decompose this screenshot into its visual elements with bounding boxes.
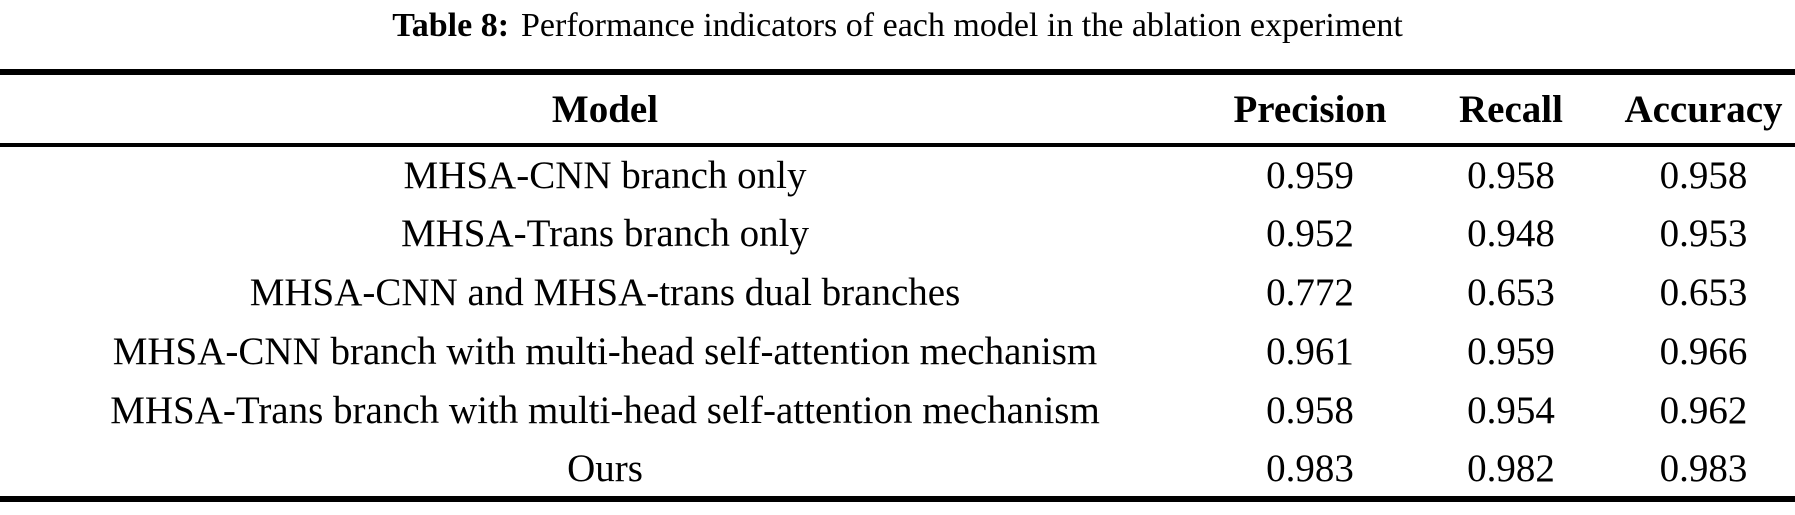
column-header-recall: Recall bbox=[1459, 87, 1563, 131]
table-caption-label: Table 8: bbox=[392, 7, 510, 44]
table-row: Ours 0.983 0.982 0.983 bbox=[0, 440, 1795, 499]
recall-cell: 0.959 bbox=[1467, 330, 1555, 373]
ablation-results-table: Model Precision Recall Accuracy MHSA-CNN… bbox=[0, 69, 1795, 502]
table-header: Model Precision Recall Accuracy bbox=[0, 72, 1795, 145]
table-caption-text: Performance indicators of each model in … bbox=[521, 7, 1403, 44]
model-cell: MHSA-Trans branch only bbox=[400, 212, 810, 255]
accuracy-cell: 0.966 bbox=[1659, 330, 1748, 373]
model-cell: MHSA-Trans branch with multi-head self-a… bbox=[110, 389, 1100, 432]
column-header-model: Model bbox=[551, 87, 659, 131]
column-header-accuracy: Accuracy bbox=[1624, 87, 1783, 131]
table-row: MHSA-CNN and MHSA-trans dual branches 0.… bbox=[0, 263, 1795, 322]
precision-cell: 0.961 bbox=[1266, 330, 1354, 373]
table-row: MHSA-CNN branch with multi-head self-att… bbox=[0, 322, 1795, 381]
precision-cell: 0.958 bbox=[1266, 389, 1354, 432]
accuracy-cell: 0.653 bbox=[1659, 271, 1748, 314]
accuracy-cell: 0.958 bbox=[1659, 154, 1748, 197]
model-cell: MHSA-CNN and MHSA-trans dual branches bbox=[249, 271, 961, 314]
recall-cell: 0.954 bbox=[1467, 389, 1555, 432]
recall-cell: 0.653 bbox=[1467, 271, 1555, 314]
table-row: MHSA-Trans branch with multi-head self-a… bbox=[0, 381, 1795, 440]
model-cell: MHSA-CNN branch only bbox=[403, 154, 807, 197]
model-cell: MHSA-CNN branch with multi-head self-att… bbox=[112, 330, 1098, 373]
header-row: Model Precision Recall Accuracy bbox=[0, 72, 1795, 145]
table-body: MHSA-CNN branch only 0.959 0.958 0.958 M… bbox=[0, 145, 1795, 499]
precision-cell: 0.772 bbox=[1266, 271, 1354, 314]
accuracy-cell: 0.983 bbox=[1659, 446, 1748, 490]
table-caption: Table 8: Performance indicators of each m… bbox=[0, 0, 1795, 52]
precision-cell: 0.983 bbox=[1266, 446, 1354, 490]
precision-cell: 0.952 bbox=[1266, 212, 1354, 255]
recall-cell: 0.948 bbox=[1467, 212, 1555, 255]
model-cell: Ours bbox=[567, 446, 643, 490]
accuracy-cell: 0.962 bbox=[1659, 389, 1748, 432]
recall-cell: 0.982 bbox=[1467, 446, 1555, 490]
recall-cell: 0.958 bbox=[1467, 154, 1555, 197]
precision-cell: 0.959 bbox=[1266, 154, 1354, 197]
table-row: MHSA-CNN branch only 0.959 0.958 0.958 bbox=[0, 145, 1795, 204]
accuracy-cell: 0.953 bbox=[1659, 212, 1748, 255]
column-header-precision: Precision bbox=[1233, 87, 1387, 131]
table-row: MHSA-Trans branch only 0.952 0.948 0.953 bbox=[0, 204, 1795, 263]
